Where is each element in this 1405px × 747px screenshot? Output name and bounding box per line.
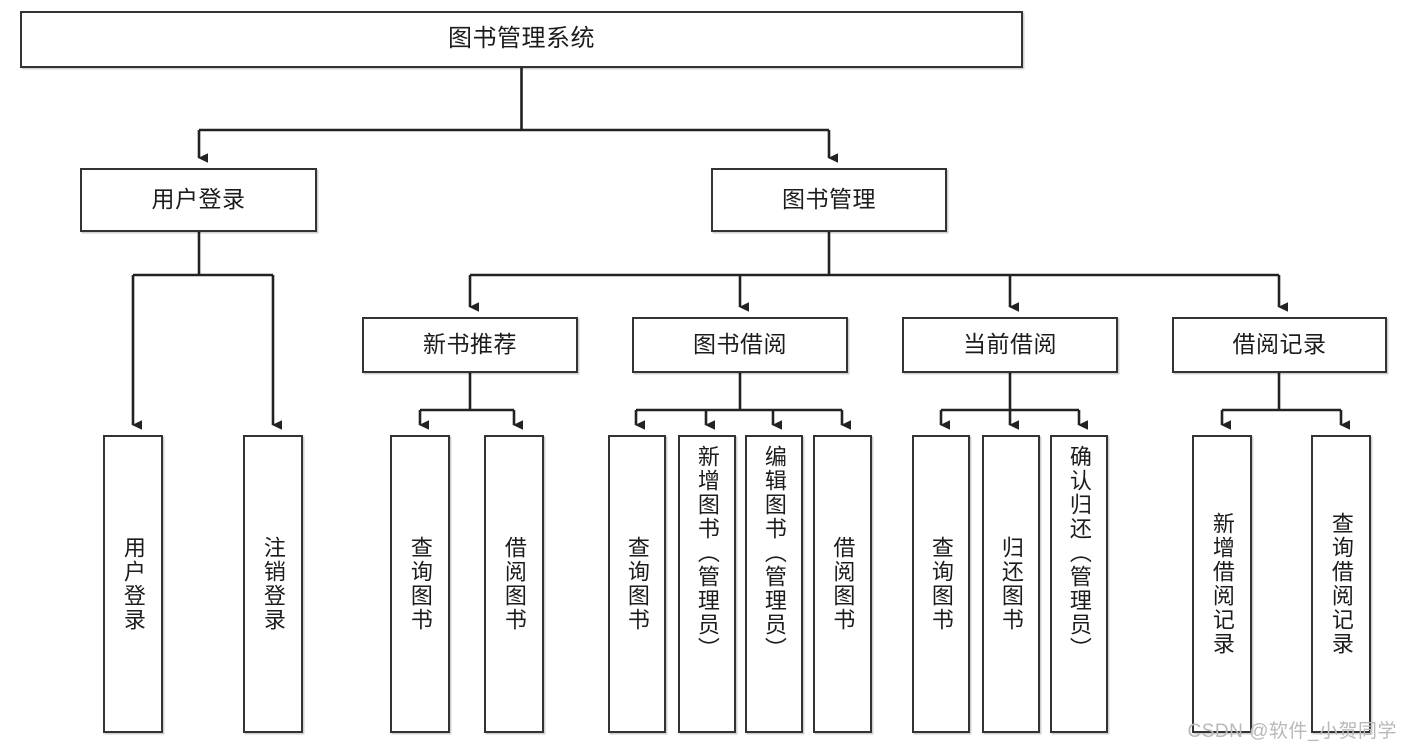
- leaf-book-borrow-borrow-book[interactable]: 借阅图书: [813, 435, 872, 733]
- node-label: 用户登录: [120, 536, 146, 632]
- leaf-user-login-logout[interactable]: 注销登录: [243, 435, 303, 733]
- node-label: 注销登录: [260, 536, 286, 632]
- leaf-borrow-record-add-record[interactable]: 新增借阅记录: [1192, 435, 1252, 733]
- node-label: 查询借阅记录: [1328, 512, 1354, 656]
- node-label: 图书管理: [782, 186, 876, 213]
- node-label: 当前借阅: [963, 331, 1057, 358]
- node-label: 图书借阅: [693, 331, 787, 358]
- leaf-book-borrow-edit-book-admin[interactable]: 编辑图书（管理员）: [745, 435, 803, 733]
- node-label: 借阅图书: [830, 536, 856, 632]
- leaf-book-borrow-add-book-admin[interactable]: 新增图书（管理员）: [678, 435, 736, 733]
- node-borrow-record[interactable]: 借阅记录: [1172, 317, 1387, 373]
- node-book-management[interactable]: 图书管理: [711, 168, 947, 232]
- leaf-current-borrow-query-book[interactable]: 查询图书: [912, 435, 970, 733]
- node-label: 借阅图书: [501, 536, 527, 632]
- node-label: 编辑图书（管理员）: [761, 445, 787, 661]
- node-label: 查询图书: [928, 536, 954, 632]
- leaf-book-borrow-query-book[interactable]: 查询图书: [608, 435, 666, 733]
- node-label: 归还图书: [998, 536, 1024, 632]
- leaf-current-borrow-confirm-return-admin[interactable]: 确认归还（管理员）: [1050, 435, 1108, 733]
- node-label: 新书推荐: [423, 331, 517, 358]
- leaf-user-login-login[interactable]: 用户登录: [103, 435, 163, 733]
- node-label: 查询图书: [624, 536, 650, 632]
- node-user-login[interactable]: 用户登录: [80, 168, 317, 232]
- node-new-book-recommend[interactable]: 新书推荐: [362, 317, 578, 373]
- leaf-borrow-record-query-record[interactable]: 查询借阅记录: [1311, 435, 1371, 733]
- leaf-new-book-query-book[interactable]: 查询图书: [390, 435, 450, 733]
- leaf-new-book-borrow-book[interactable]: 借阅图书: [484, 435, 544, 733]
- csdn-watermark: CSDN @软件_小贺同学: [1187, 721, 1397, 742]
- node-label: 用户登录: [151, 186, 246, 213]
- node-root-book-management-system[interactable]: 图书管理系统: [20, 11, 1023, 68]
- node-label: 确认归还（管理员）: [1066, 445, 1092, 661]
- node-book-borrow[interactable]: 图书借阅: [632, 317, 848, 373]
- node-current-borrow[interactable]: 当前借阅: [902, 317, 1118, 373]
- node-label: 图书管理系统: [448, 25, 595, 53]
- node-label: 借阅记录: [1232, 331, 1327, 358]
- leaf-current-borrow-return-book[interactable]: 归还图书: [982, 435, 1040, 733]
- node-label: 新增借阅记录: [1209, 512, 1235, 656]
- node-label: 新增图书（管理员）: [694, 445, 720, 661]
- node-label: 查询图书: [407, 536, 433, 632]
